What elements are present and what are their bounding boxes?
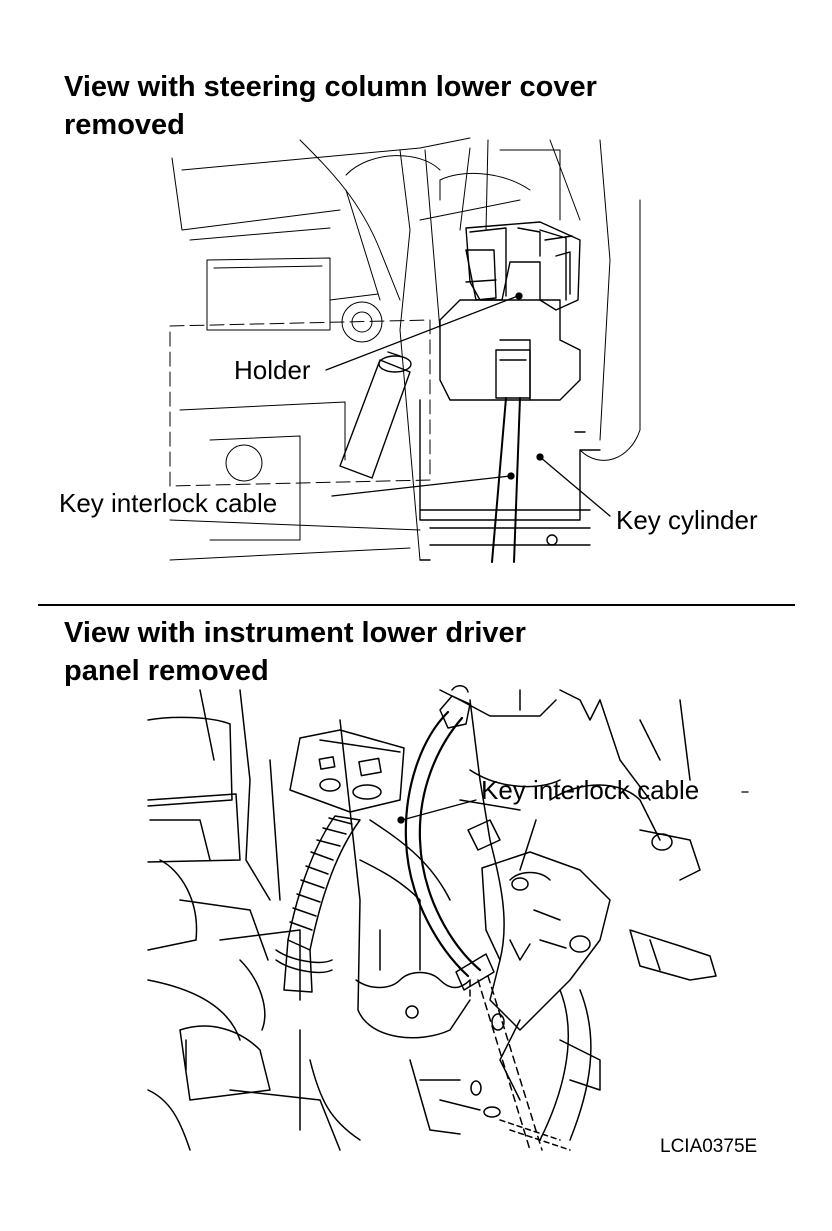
switch-body [340, 352, 411, 478]
label-key-interlock-cable-bottom: Key interlock cable [481, 775, 700, 805]
lower-dash-structure [148, 690, 480, 1150]
label-key-interlock-cable-top: Key interlock cable [59, 488, 278, 518]
top-view-title-line2: removed [64, 109, 185, 141]
section-divider [38, 604, 795, 606]
dashboard-structure [170, 138, 640, 560]
top-view-title-line1: View with steering column lower cover [64, 71, 597, 103]
bottom-view-title: View with instrument lower driver panel … [64, 614, 764, 690]
figure-code: LCIA0375E [660, 1136, 758, 1157]
top-view-title: View with steering column lower cover re… [64, 68, 764, 144]
holder-bracket [466, 222, 580, 310]
leader-line-lower [398, 792, 748, 823]
bottom-view-title-line2: panel removed [64, 655, 269, 687]
lock-lever-bracket [482, 830, 716, 1140]
column-assembly [340, 690, 690, 1038]
fittings [468, 820, 504, 1117]
mounting-plate [290, 730, 404, 812]
label-key-cylinder: Key cylinder [616, 505, 758, 535]
corrugated-harness [276, 816, 360, 992]
leader-lines [326, 293, 610, 516]
label-holder: Holder [234, 355, 311, 385]
key-interlock-cable-lower [406, 686, 570, 1150]
bottom-view-title-line1: View with instrument lower driver [64, 617, 526, 649]
key-cylinder-body [420, 300, 600, 560]
key-interlock-cable [492, 350, 530, 562]
